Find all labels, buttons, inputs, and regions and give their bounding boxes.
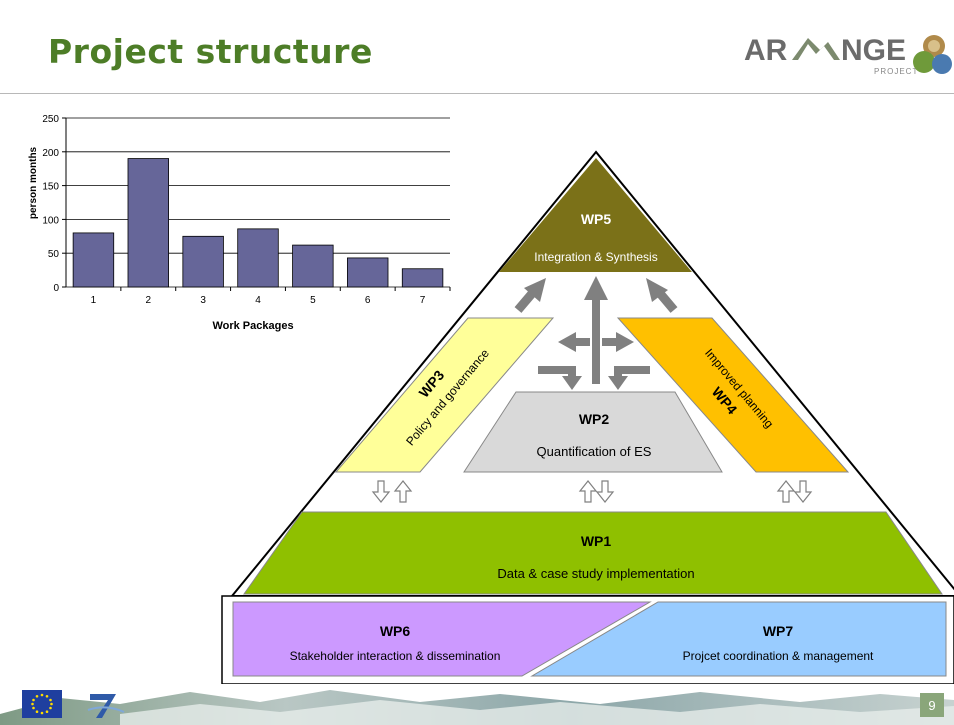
bar-wp6 bbox=[347, 257, 389, 288]
x-tick-label: 1 bbox=[91, 295, 97, 306]
arrows-wp4-wp1 bbox=[776, 480, 813, 503]
x-tick-label: 6 bbox=[365, 295, 371, 306]
wp3-box bbox=[334, 317, 555, 473]
page-title: Project structure bbox=[48, 32, 373, 71]
y-tick-label: 200 bbox=[42, 148, 59, 159]
arrows-wp2-wp1 bbox=[578, 480, 615, 503]
wp2-description: Quantification of ES bbox=[537, 444, 652, 459]
arange-logo: AR NGE PROJECT bbox=[744, 28, 954, 86]
wp1-id: WP1 bbox=[581, 533, 612, 549]
y-tick-label: 100 bbox=[42, 215, 59, 226]
wp7-id: WP7 bbox=[763, 623, 794, 639]
x-tick-label: 4 bbox=[255, 295, 261, 306]
wp5-description: Integration & Synthesis bbox=[534, 250, 657, 264]
y-tick-label: 250 bbox=[42, 114, 59, 125]
arrow-wp3-to-wp2 bbox=[538, 366, 582, 390]
wp7-description: Projcet coordination & management bbox=[683, 649, 874, 663]
wp5-box bbox=[499, 158, 692, 272]
person-months-bar-chart: 0 50 100 150 200 250 1 2 3 4 5 6 7 person months Wo… bbox=[28, 114, 451, 332]
x-tick-label: 7 bbox=[420, 295, 426, 306]
wp2-box bbox=[463, 391, 723, 473]
wp5-id: WP5 bbox=[581, 211, 612, 227]
wp6-description: Stakeholder interaction & dissemination bbox=[290, 649, 501, 663]
arrow-cross-right bbox=[602, 332, 634, 352]
y-tick-label: 150 bbox=[42, 182, 59, 193]
wp7-box bbox=[530, 601, 947, 677]
wp1-description: Data & case study implementation bbox=[497, 566, 694, 581]
bar-wp5 bbox=[292, 244, 334, 288]
eu-flag-icon bbox=[22, 690, 62, 718]
wp4-box bbox=[616, 317, 850, 473]
bar-wp2 bbox=[127, 158, 169, 288]
wp6-id: WP6 bbox=[380, 623, 411, 639]
bar-wp3 bbox=[182, 235, 224, 288]
arrows-wp3-wp1 bbox=[371, 480, 413, 503]
bar-wp1 bbox=[72, 232, 115, 288]
arrow-wp2-to-wp5 bbox=[584, 276, 608, 384]
arrow-cross-left bbox=[558, 332, 590, 352]
svg-text:NGE: NGE bbox=[841, 34, 906, 67]
wp1-box bbox=[243, 511, 943, 595]
page-number: 9 bbox=[920, 693, 944, 717]
arrow-wp3-to-wp5 bbox=[514, 278, 546, 313]
bar-wp4 bbox=[237, 228, 279, 288]
x-tick-label: 3 bbox=[200, 295, 206, 306]
wp2-id: WP2 bbox=[579, 411, 610, 427]
svg-text:AR: AR bbox=[744, 34, 788, 67]
title-divider bbox=[0, 93, 954, 94]
y-tick-label: 50 bbox=[48, 249, 60, 260]
arrow-wp4-to-wp2 bbox=[608, 366, 650, 390]
arrow-wp4-to-wp5 bbox=[646, 278, 678, 313]
x-axis-label: Work Packages bbox=[212, 320, 293, 332]
svg-text:PROJECT: PROJECT bbox=[874, 67, 918, 76]
wp6-box bbox=[232, 601, 652, 677]
y-axis-label: person months bbox=[28, 146, 39, 219]
footer-banner bbox=[0, 684, 954, 725]
x-tick-label: 2 bbox=[146, 295, 152, 306]
x-tick-label: 5 bbox=[310, 295, 316, 306]
fp7-logo bbox=[87, 694, 125, 718]
y-tick-label: 0 bbox=[53, 283, 59, 294]
bar-wp7 bbox=[401, 268, 444, 288]
